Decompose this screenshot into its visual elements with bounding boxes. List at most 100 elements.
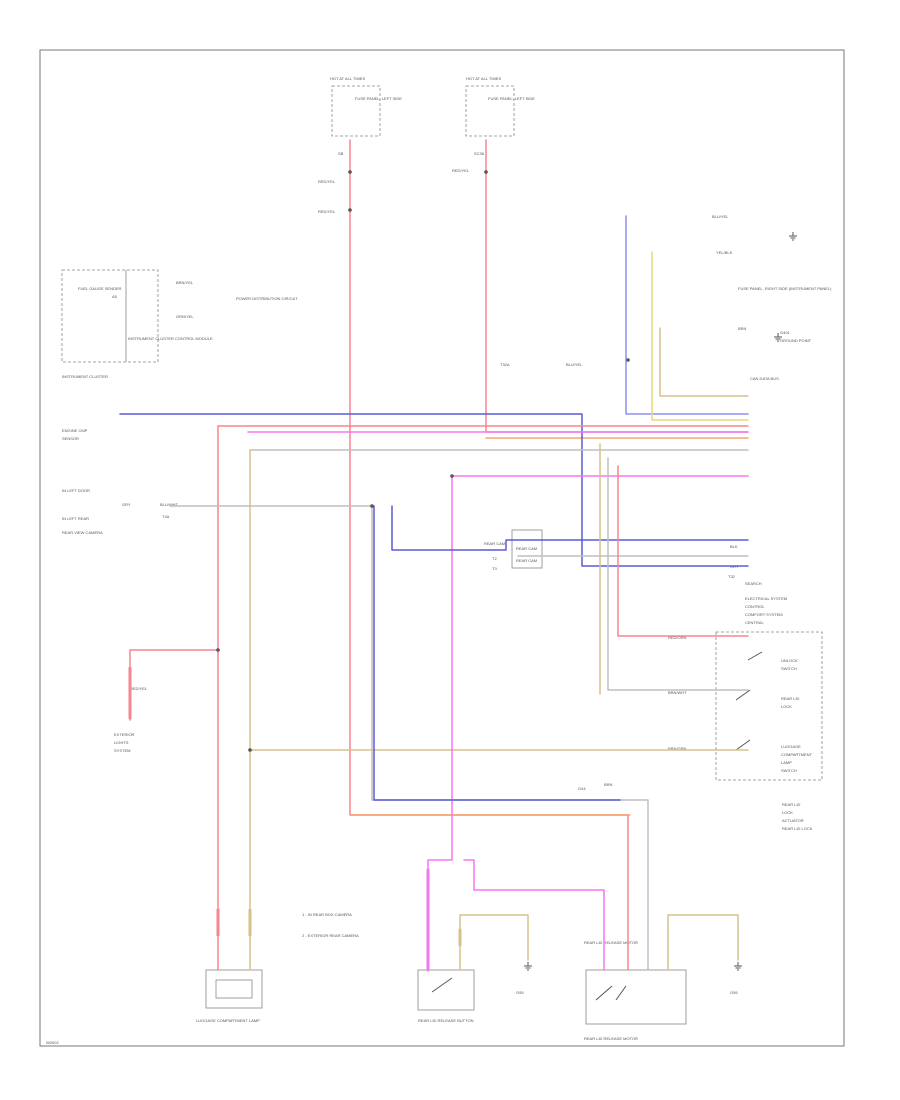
wire-tan-release-gnd <box>459 914 529 971</box>
svg-text:T3: T3 <box>492 566 497 571</box>
cluster-name-label: INSTRUMENT CLUSTER <box>62 374 108 379</box>
fuse-a-side-label: FUSE PANEL, LEFT SIDE <box>355 96 402 101</box>
luggage-compartment-lamp: LUGGAGE COMPARTMENT LAMP <box>196 969 263 1023</box>
svg-text:G95: G95 <box>730 990 738 995</box>
svg-text:CAN DATA BUS: CAN DATA BUS <box>750 376 779 381</box>
wire-yellow-upper <box>651 251 749 421</box>
svg-text:LUGGAGE COMPARTMENT LAMP: LUGGAGE COMPARTMENT LAMP <box>196 1018 260 1023</box>
legend-item-2: 2 - EXTERIOR REAR CAMERA <box>302 933 359 938</box>
svg-text:REAR LID LOCK: REAR LID LOCK <box>782 826 813 831</box>
svg-text:GRN/YEL: GRN/YEL <box>176 314 194 319</box>
fuse-a-top-label: HOT AT ALL TIMES <box>330 76 365 81</box>
wire-blue-upper <box>625 215 749 415</box>
svg-text:BRN: BRN <box>604 782 613 787</box>
svg-text:IN LEFT REAR: IN LEFT REAR <box>62 516 89 521</box>
legend-item-1: 1 - IN REAR BOX CAMERA <box>302 912 352 917</box>
svg-text:G95: G95 <box>516 990 524 995</box>
ground-symbol <box>774 333 782 342</box>
svg-text:EXTERIOR: EXTERIOR <box>114 732 135 737</box>
ground-symbol <box>524 962 532 971</box>
svg-text:FUSE PANEL, RIGHT SIDE (INSTRU: FUSE PANEL, RIGHT SIDE (INSTRUMENT PANEL… <box>738 286 832 291</box>
wire-red-fuse-b <box>485 139 749 433</box>
svg-text:COMFORT SYSTEM: COMFORT SYSTEM <box>745 612 783 617</box>
wire-tan-motor-gnd <box>667 914 739 971</box>
comfort-control-module: SEARCH ELECTRICAL SYSTEM CONTROL COMFORT… <box>715 581 823 831</box>
svg-text:T4A: T4A <box>162 514 170 519</box>
svg-text:LUGGAGE: LUGGAGE <box>781 744 801 749</box>
svg-text:REAR LID RELEASE MOTOR: REAR LID RELEASE MOTOR <box>584 1036 638 1041</box>
wire-tan-upper <box>659 327 749 397</box>
fuse-b-top-label: HOT AT ALL TIMES <box>466 76 501 81</box>
svg-text:GROUND POINT: GROUND POINT <box>780 338 812 343</box>
svg-text:POWER DISTRIBUTION CIRCUIT: POWER DISTRIBUTION CIRCUIT <box>236 296 298 301</box>
splice-dot <box>348 170 352 174</box>
svg-text:REAR CAM: REAR CAM <box>484 541 505 546</box>
instrument-cluster: FUEL GAUGE SENDER A5 INSTRUMENT CLUSTER … <box>61 269 298 379</box>
rear-lid-release-motor: REAR LID RELEASE MOTOR REAR LID RELEASE … <box>584 940 687 1041</box>
svg-text:LOCK: LOCK <box>781 704 792 709</box>
wire-red-fuse-a <box>349 139 629 971</box>
splice-dot <box>484 170 488 174</box>
splice-dot <box>248 748 252 752</box>
fuse-a-pin-label: SB <box>338 151 344 156</box>
svg-text:IN LEFT DOOR: IN LEFT DOOR <box>62 488 90 493</box>
wire-label-red-yel-3: RED/YEL <box>452 168 470 173</box>
wire-label-red-yel-2: RED/YEL <box>318 209 336 214</box>
diagram-frame <box>39 49 845 1047</box>
svg-text:REAR LID RELEASE MOTOR: REAR LID RELEASE MOTOR <box>584 940 638 945</box>
svg-text:T2: T2 <box>492 556 497 561</box>
splice-dot <box>626 358 630 362</box>
svg-text:LOCK: LOCK <box>782 810 793 815</box>
diagram-id: W0002 <box>46 1040 59 1045</box>
svg-text:REAR LID: REAR LID <box>782 802 801 807</box>
svg-text:REAR CAM: REAR CAM <box>516 546 537 551</box>
svg-text:COMPARTMENT: COMPARTMENT <box>781 752 813 757</box>
svg-text:YEL/BLK: YEL/BLK <box>716 250 733 255</box>
svg-text:GRY: GRY <box>122 502 131 507</box>
svg-text:G44: G44 <box>578 786 586 791</box>
svg-text:BRN/GRN: BRN/GRN <box>668 746 687 751</box>
splice-dot <box>450 474 454 478</box>
svg-text:BLU/YEL: BLU/YEL <box>566 362 583 367</box>
wire-blue-camera <box>391 505 749 551</box>
wire-gray-camera <box>169 505 649 971</box>
svg-text:BRN/WHT: BRN/WHT <box>668 690 687 695</box>
svg-text:T32A: T32A <box>500 362 510 367</box>
svg-text:CENTRAL: CENTRAL <box>745 620 764 625</box>
splice-dot <box>348 208 352 212</box>
svg-text:SWITCH: SWITCH <box>781 666 797 671</box>
svg-text:REAR LID: REAR LID <box>781 696 800 701</box>
wire-blue-bus <box>119 413 749 567</box>
svg-text:RED/YEL: RED/YEL <box>130 686 148 691</box>
svg-text:REAR LID RELEASE BUTTON: REAR LID RELEASE BUTTON <box>418 1018 474 1023</box>
svg-text:BLU/WHT: BLU/WHT <box>160 502 179 507</box>
svg-text:FUEL GAUGE SENDER: FUEL GAUGE SENDER <box>78 286 122 291</box>
svg-text:REAR CAM: REAR CAM <box>516 558 537 563</box>
svg-text:ELECTRICAL SYSTEM: ELECTRICAL SYSTEM <box>745 596 787 601</box>
svg-text:SENSOR: SENSOR <box>62 436 79 441</box>
fuse-b-side-label: FUSE PANEL, LEFT SIDE <box>488 96 535 101</box>
wire-blue-camera-2 <box>373 505 621 801</box>
ground-symbol <box>789 232 797 241</box>
wire-pink-motor <box>463 859 605 971</box>
svg-text:LIGHTS: LIGHTS <box>114 740 129 745</box>
fuse-a: HOT AT ALL TIMES FUSE PANEL, LEFT SIDE S… <box>330 76 402 156</box>
svg-text:SEARCH: SEARCH <box>745 581 762 586</box>
svg-text:A5: A5 <box>112 294 118 299</box>
svg-text:REAR VIEW CAMERA: REAR VIEW CAMERA <box>62 530 103 535</box>
wire-red-lamp-down <box>129 425 219 721</box>
wire-label-red-yel-1: RED/YEL <box>318 179 336 184</box>
rear-lid-release-button: REAR LID RELEASE BUTTON <box>417 969 475 1023</box>
fuse-b: HOT AT ALL TIMES FUSE PANEL, LEFT SIDE S… <box>465 76 535 156</box>
svg-text:G401: G401 <box>780 330 791 335</box>
svg-text:LAMP: LAMP <box>781 760 792 765</box>
wires <box>119 139 797 972</box>
ground-symbol <box>734 962 742 971</box>
splice-dot <box>216 648 220 652</box>
fuse-b-pin-label: SC36 <box>474 151 485 156</box>
splice-dot <box>370 504 374 508</box>
svg-text:ENGINE CMP: ENGINE CMP <box>62 428 88 433</box>
svg-text:BLK: BLK <box>730 544 738 549</box>
svg-text:CONTROL: CONTROL <box>745 604 765 609</box>
